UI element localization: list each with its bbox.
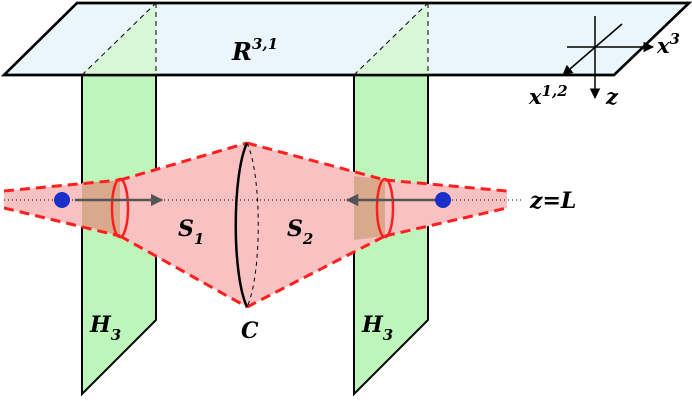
right-thin-cone (385, 180, 507, 236)
central-ellipse-front (234, 142, 249, 308)
cone-boundaries (3, 141, 508, 309)
plane-label: R3,1 (231, 35, 278, 66)
right-small-ellipse (375, 177, 395, 239)
brane-left-label: H3 (89, 312, 121, 344)
axis-z-label: z (605, 84, 619, 109)
point-c-label: C (241, 318, 259, 344)
surface-s2-label: S2 (287, 216, 313, 248)
axis-x12-label: x1,2 (528, 82, 568, 109)
left-overlap (82, 180, 120, 236)
plane-outline (0, 1, 692, 77)
left-small-ellipse (110, 177, 130, 239)
brane-left-top (82, 3, 156, 75)
right-point-marker (435, 192, 451, 208)
axis-cross (562, 16, 655, 100)
axis-x3-label: x3 (656, 30, 680, 58)
surface-s1-label: S1 (178, 216, 204, 248)
left-point-marker (54, 192, 70, 208)
cone-region (120, 143, 385, 307)
brane-right-label: H3 (361, 312, 393, 344)
z-level-label: z=L (529, 188, 576, 214)
central-ellipse-back (246, 142, 259, 308)
brane-right-top (354, 3, 428, 75)
